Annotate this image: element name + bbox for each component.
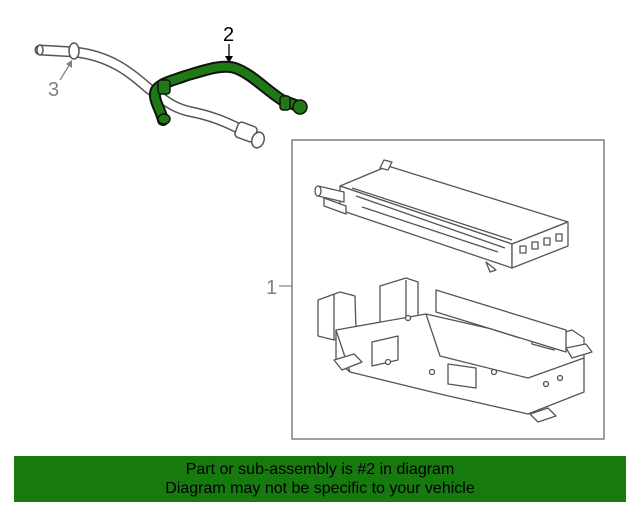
banner-line-1: Part or sub-assembly is #2 in diagram	[185, 461, 455, 478]
hose-part-3[interactable]	[34, 42, 266, 150]
callout-2-label: 2	[223, 24, 234, 46]
info-banner: Part or sub-assembly is #2 in diagram Di…	[14, 456, 626, 502]
heater-core	[314, 159, 569, 273]
callout-3-label: 3	[48, 79, 59, 101]
banner-line-2: Diagram may not be specific to your vehi…	[165, 480, 475, 497]
part-1-frame	[291, 139, 605, 440]
callout-3: 3	[48, 60, 72, 101]
heater-bracket	[317, 277, 593, 423]
parts-diagram: 2 3 1	[34, 24, 605, 440]
callout-2: 2	[223, 24, 234, 63]
callout-1-label: 1	[266, 277, 277, 299]
heater-hose-part-2[interactable]	[148, 60, 308, 126]
callout-1: 1	[266, 277, 292, 299]
